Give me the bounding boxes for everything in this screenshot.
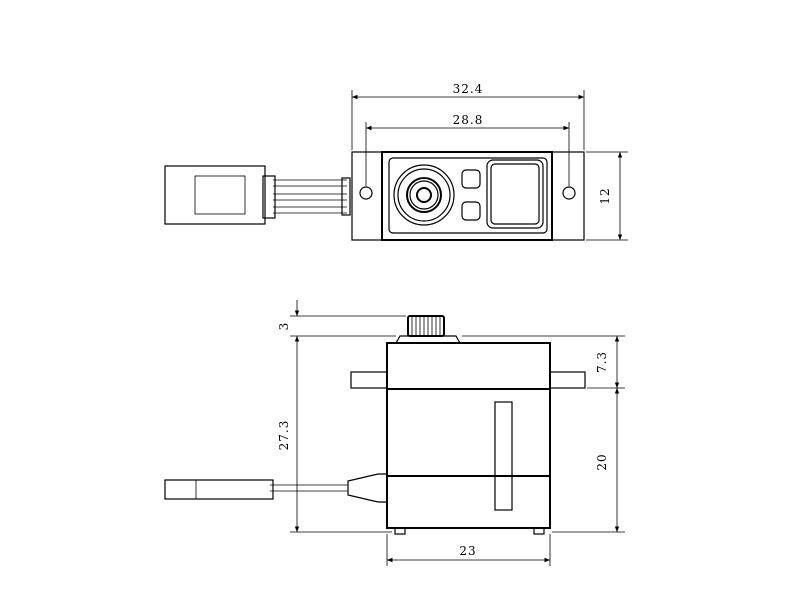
side-bottom-case [386,475,551,529]
top-flange-outline [351,151,585,241]
side-middle-case [386,388,551,477]
top-cable [262,175,351,219]
left-mount-hole [359,186,373,200]
side-foot-right [533,527,545,535]
top-case-outline [381,151,553,241]
side-view: 3 27.3 7.3 20 23 [164,300,625,566]
dim-total-height-label: 27.3 [277,420,291,451]
side-label-tab [494,401,513,511]
top-connector [164,165,266,225]
right-mount-hole [562,186,576,200]
side-top-cap [395,335,461,344]
side-right-flange [549,371,586,389]
dim-spline-height: 3 [277,300,406,337]
dim-total-height: 27.3 [277,336,392,533]
dim-flange-offset: 7.3 [462,335,625,389]
boss-upper [461,169,481,189]
top-connector-inner [194,175,246,215]
output-spline [393,164,455,226]
dim-body-height: 20 [552,388,625,533]
dim-body-width-label: 23 [459,544,476,558]
dim-hole-spacing: 28.8 [365,113,570,186]
dim-overall-width-label: 32.4 [453,82,484,96]
side-spline [407,315,445,337]
dim-body-height-label: 20 [595,453,609,470]
dim-flange-thickness-label: 12 [598,187,612,204]
side-connector [164,479,274,500]
top-view: 32.4 28.8 12 [164,82,628,241]
dim-flange-thickness: 12 [586,151,628,241]
side-left-flange [350,371,388,389]
dim-hole-spacing-label: 28.8 [453,113,484,127]
top-inner-panel [388,157,548,234]
side-foot-left [394,527,406,535]
dim-body-width: 23 [386,534,551,566]
label-window-inner [490,163,540,225]
dim-spline-height-label: 3 [277,322,291,331]
side-strain-relief [347,473,388,503]
side-cable [270,484,348,492]
side-upper-case [386,342,551,390]
boss-lower [461,201,481,221]
label-window-outer [486,159,544,229]
dim-overall-width: 32.4 [351,82,585,150]
dim-flange-offset-label: 7.3 [595,351,609,373]
